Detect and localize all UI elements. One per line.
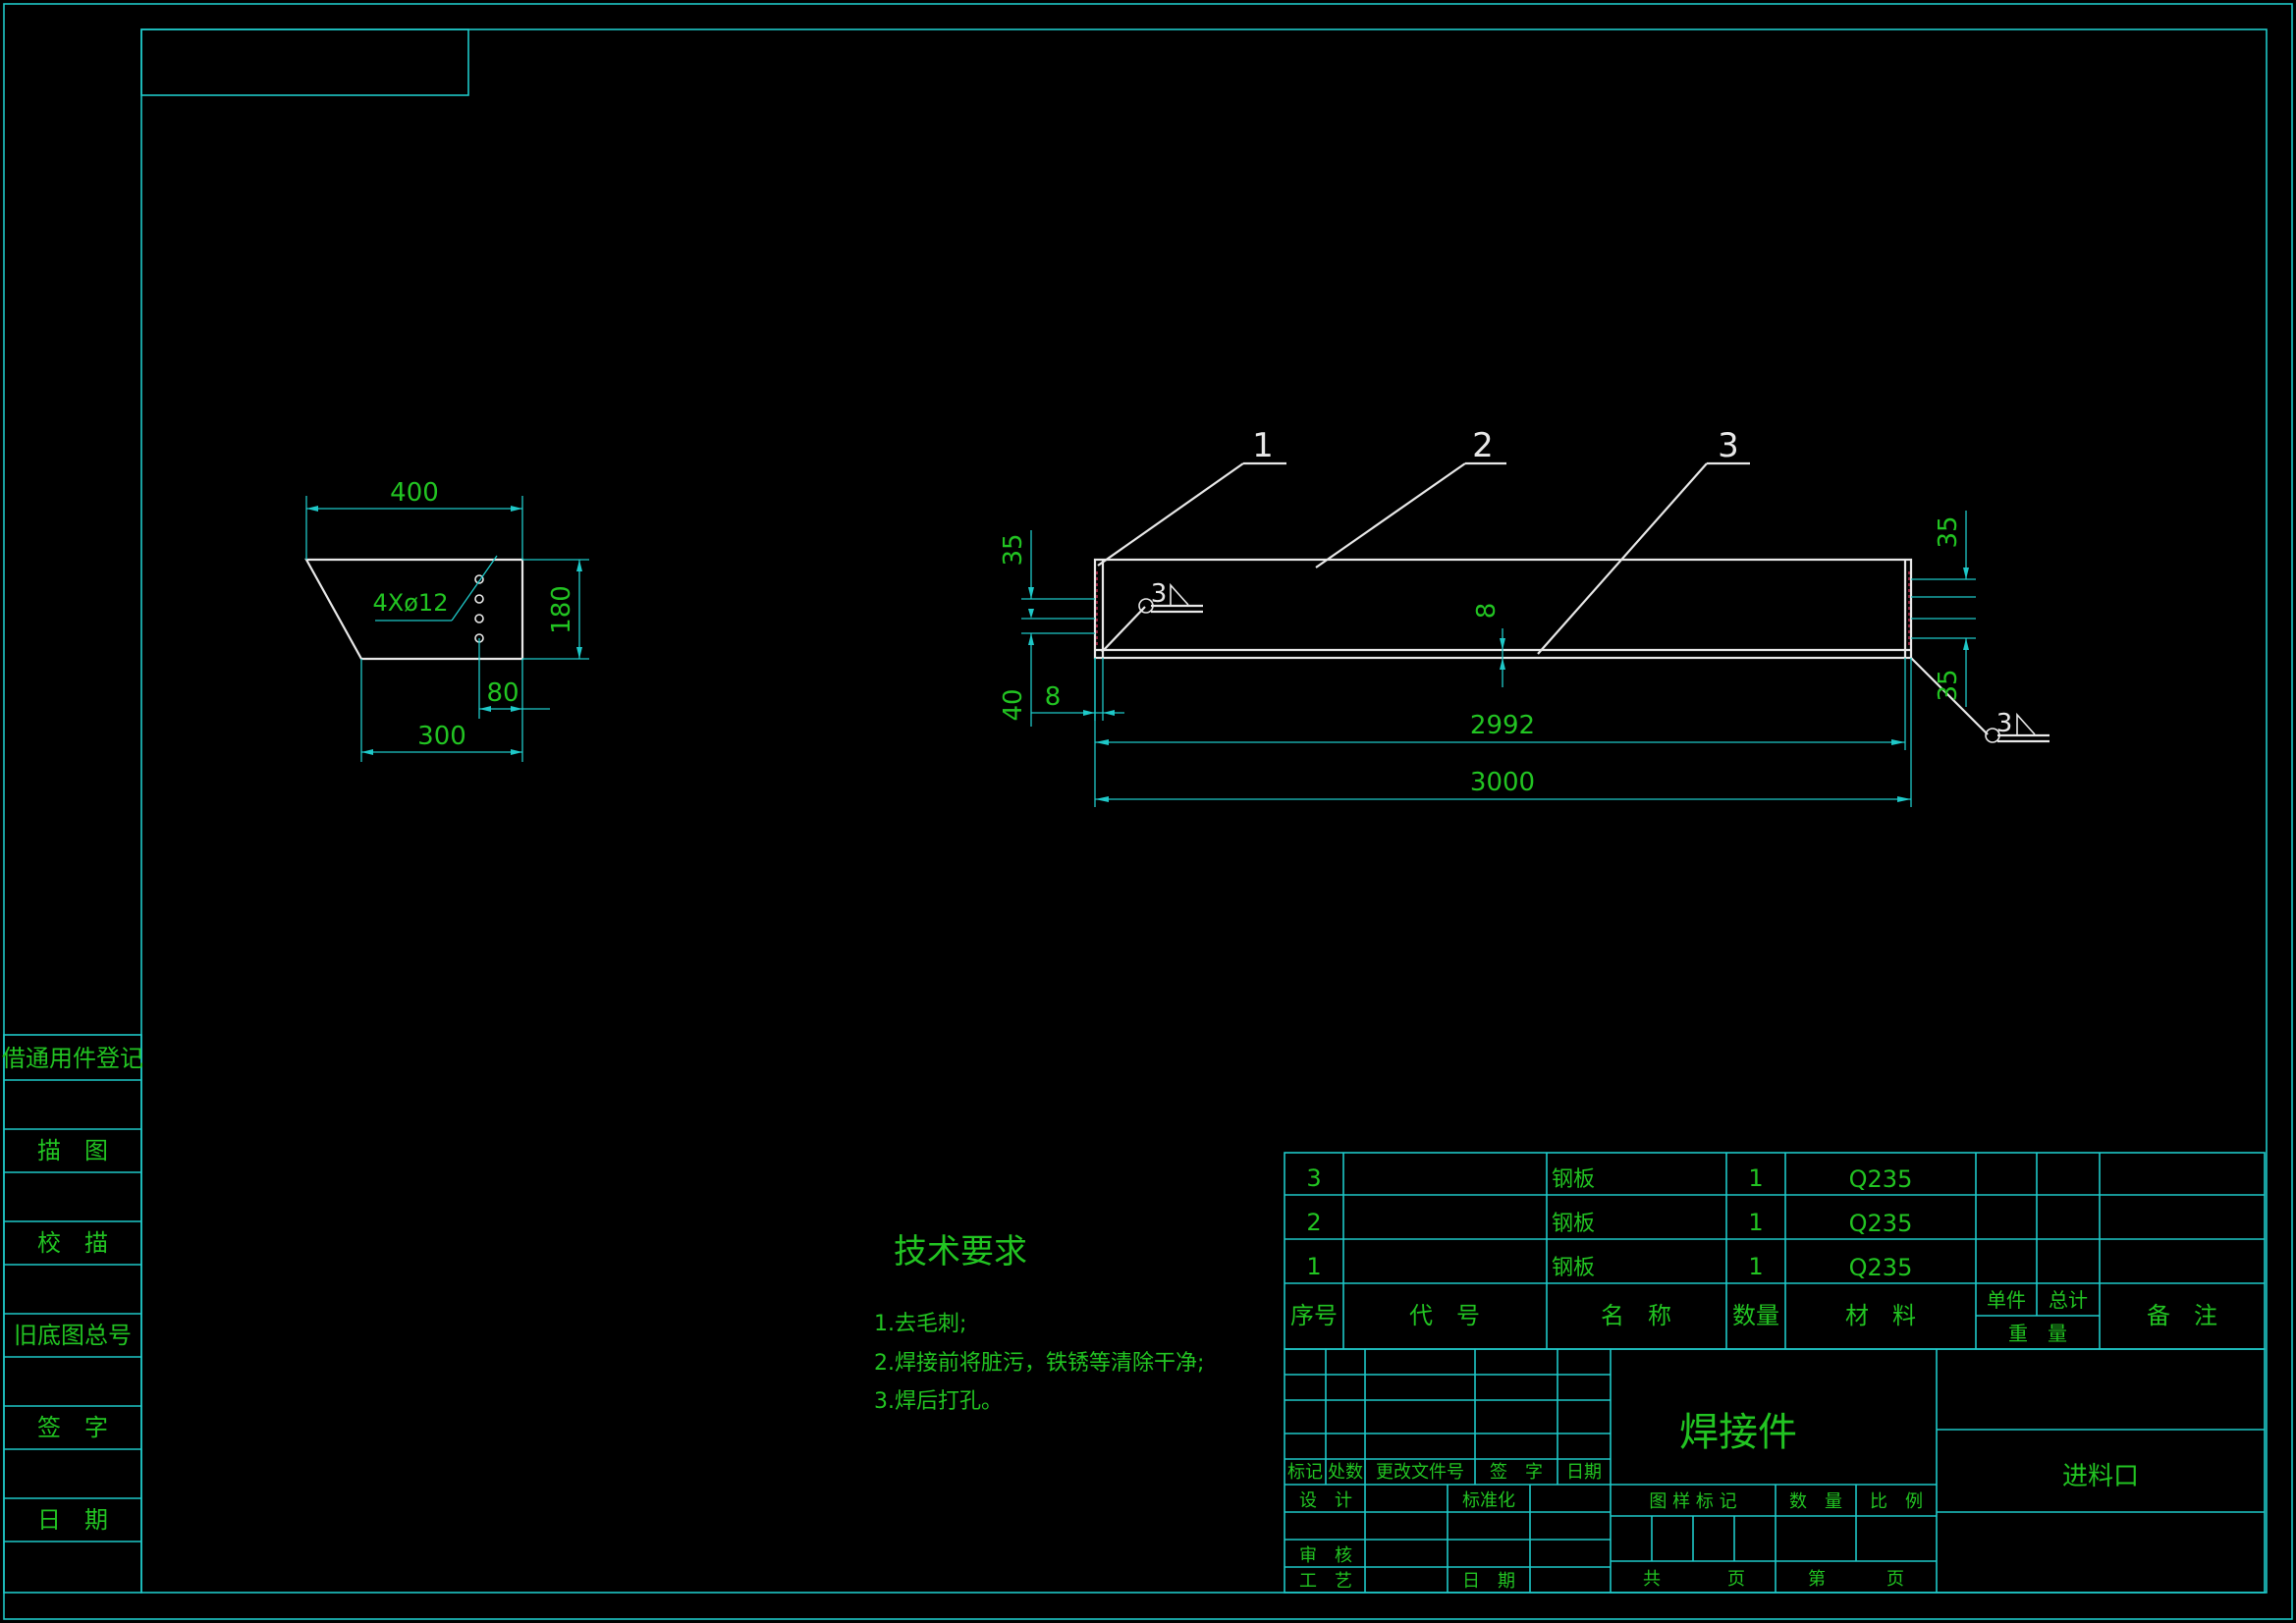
dim-left-bottom: 40	[999, 688, 1028, 721]
hole-2	[474, 594, 484, 604]
role-standard: 标准化	[1462, 1490, 1515, 1511]
tech-req-title: 技术要求	[894, 1232, 1027, 1271]
info-scale: 比 例	[1870, 1491, 1923, 1512]
page-current-label: 第	[1808, 1569, 1826, 1590]
balloon-1: 1	[1252, 426, 1274, 465]
drawing-frame	[3, 3, 2293, 1620]
rev-header-sign: 签 字	[1490, 1462, 1543, 1483]
dim-bottom-width: 300	[417, 722, 466, 751]
dim-right-bottom: 35	[1934, 669, 1963, 701]
rev-header-count: 处数	[1328, 1462, 1363, 1483]
main-view: 1 2 3 3 3 35 40 8	[999, 426, 2050, 807]
dim-hole-offset: 80	[486, 678, 519, 708]
title-block: 标记 处数 更改文件号 签 字 日期 设 计 标准化 审 核 工 艺 日 期 焊…	[1284, 1348, 2266, 1594]
bom-row-3-material: Q235	[1849, 1165, 1913, 1193]
bom-header-remarks: 备 注	[2147, 1302, 2217, 1329]
strip-label-signature: 签 字	[37, 1414, 108, 1441]
role-process: 工 艺	[1299, 1571, 1352, 1592]
dim-inner-length: 2992	[1470, 711, 1535, 740]
page-current-unit: 页	[1886, 1569, 1904, 1590]
rev-header-doc: 更改文件号	[1376, 1462, 1464, 1483]
tech-req-item-3: 3.焊后打孔。	[874, 1389, 1003, 1414]
strip-label-trace: 描 图	[37, 1137, 108, 1164]
rev-header-date: 日期	[1566, 1462, 1602, 1483]
side-view: 400 180 300 80 4Xø12	[304, 478, 589, 762]
role-design: 设 计	[1299, 1490, 1352, 1511]
dim-thickness: 8	[1472, 603, 1502, 620]
tech-req-item-2: 2.焊接前将脏污，铁锈等清除干净;	[874, 1351, 1204, 1376]
strip-label-borrow: 借通用件登记	[2, 1045, 143, 1072]
drawing-name: 进料口	[2062, 1462, 2139, 1491]
bom-row-1-material: Q235	[1849, 1254, 1913, 1281]
left-strip: 借通用件登记 描 图 校 描 旧底图总号 签 字 日 期	[2, 1034, 143, 1594]
info-drawing-mark: 图 样 标 记	[1649, 1491, 1736, 1512]
role-date: 日 期	[1462, 1571, 1515, 1592]
bom-row-3-name: 钢板	[1552, 1167, 1595, 1192]
bom-header-code: 代 号	[1409, 1302, 1480, 1329]
bom-header-material: 材 料	[1845, 1302, 1916, 1329]
tech-req-item-1: 1.去毛刺;	[874, 1312, 966, 1336]
dim-left-thickness: 8	[1045, 682, 1062, 712]
top-left-box	[140, 28, 469, 96]
bom-row-2-name: 钢板	[1552, 1212, 1595, 1236]
dim-left-top: 35	[999, 533, 1028, 566]
role-review: 审 核	[1299, 1545, 1352, 1566]
holes-callout: 4Xø12	[373, 589, 449, 617]
dim-height: 180	[547, 585, 576, 634]
dim-top-width: 400	[390, 478, 439, 508]
bom-header-no: 序号	[1290, 1302, 1338, 1329]
bom-row-2-no: 2	[1306, 1209, 1321, 1236]
bom-row-1-name: 钢板	[1552, 1256, 1595, 1280]
weld-size-right: 3	[1996, 709, 2013, 738]
bom-row-1-qty: 1	[1748, 1253, 1763, 1280]
hole-3	[474, 614, 484, 623]
bom-header-qty: 数量	[1732, 1302, 1779, 1329]
weld-size-left: 3	[1151, 579, 1168, 609]
balloon-3: 3	[1718, 426, 1739, 465]
page-total-unit: 页	[1727, 1569, 1745, 1590]
strip-label-old-number: 旧底图总号	[14, 1322, 132, 1349]
bom-row-2-qty: 1	[1748, 1209, 1763, 1236]
bom-header-unit: 单件	[1987, 1288, 2026, 1312]
dim-overall-length: 3000	[1470, 768, 1535, 797]
part-title: 焊接件	[1679, 1410, 1797, 1455]
bom-table: 3 钢板 1 Q235 2 钢板 1 Q235 1 钢板 1 Q235 序号 代…	[1284, 1152, 2266, 1350]
rev-header-mark: 标记	[1287, 1462, 1323, 1483]
dim-right-top: 35	[1934, 515, 1963, 548]
strip-label-date: 日 期	[37, 1506, 108, 1534]
info-quantity: 数 量	[1789, 1491, 1842, 1512]
bom-header-name: 名 称	[1601, 1302, 1671, 1329]
bom-row-2-material: Q235	[1849, 1210, 1913, 1237]
page-total-label: 共	[1643, 1569, 1661, 1590]
bom-row-1-no: 1	[1306, 1253, 1321, 1280]
bom-header-weight: 重 量	[2008, 1322, 2067, 1345]
tech-requirements: 技术要求 1.去毛刺; 2.焊接前将脏污，铁锈等清除干净; 3.焊后打孔。	[874, 1232, 1204, 1414]
bom-row-3-qty: 1	[1748, 1164, 1763, 1192]
strip-label-check: 校 描	[37, 1229, 108, 1257]
balloon-2: 2	[1472, 426, 1494, 465]
bom-row-3-no: 3	[1306, 1164, 1321, 1192]
bom-header-total: 总计	[2049, 1288, 2088, 1312]
